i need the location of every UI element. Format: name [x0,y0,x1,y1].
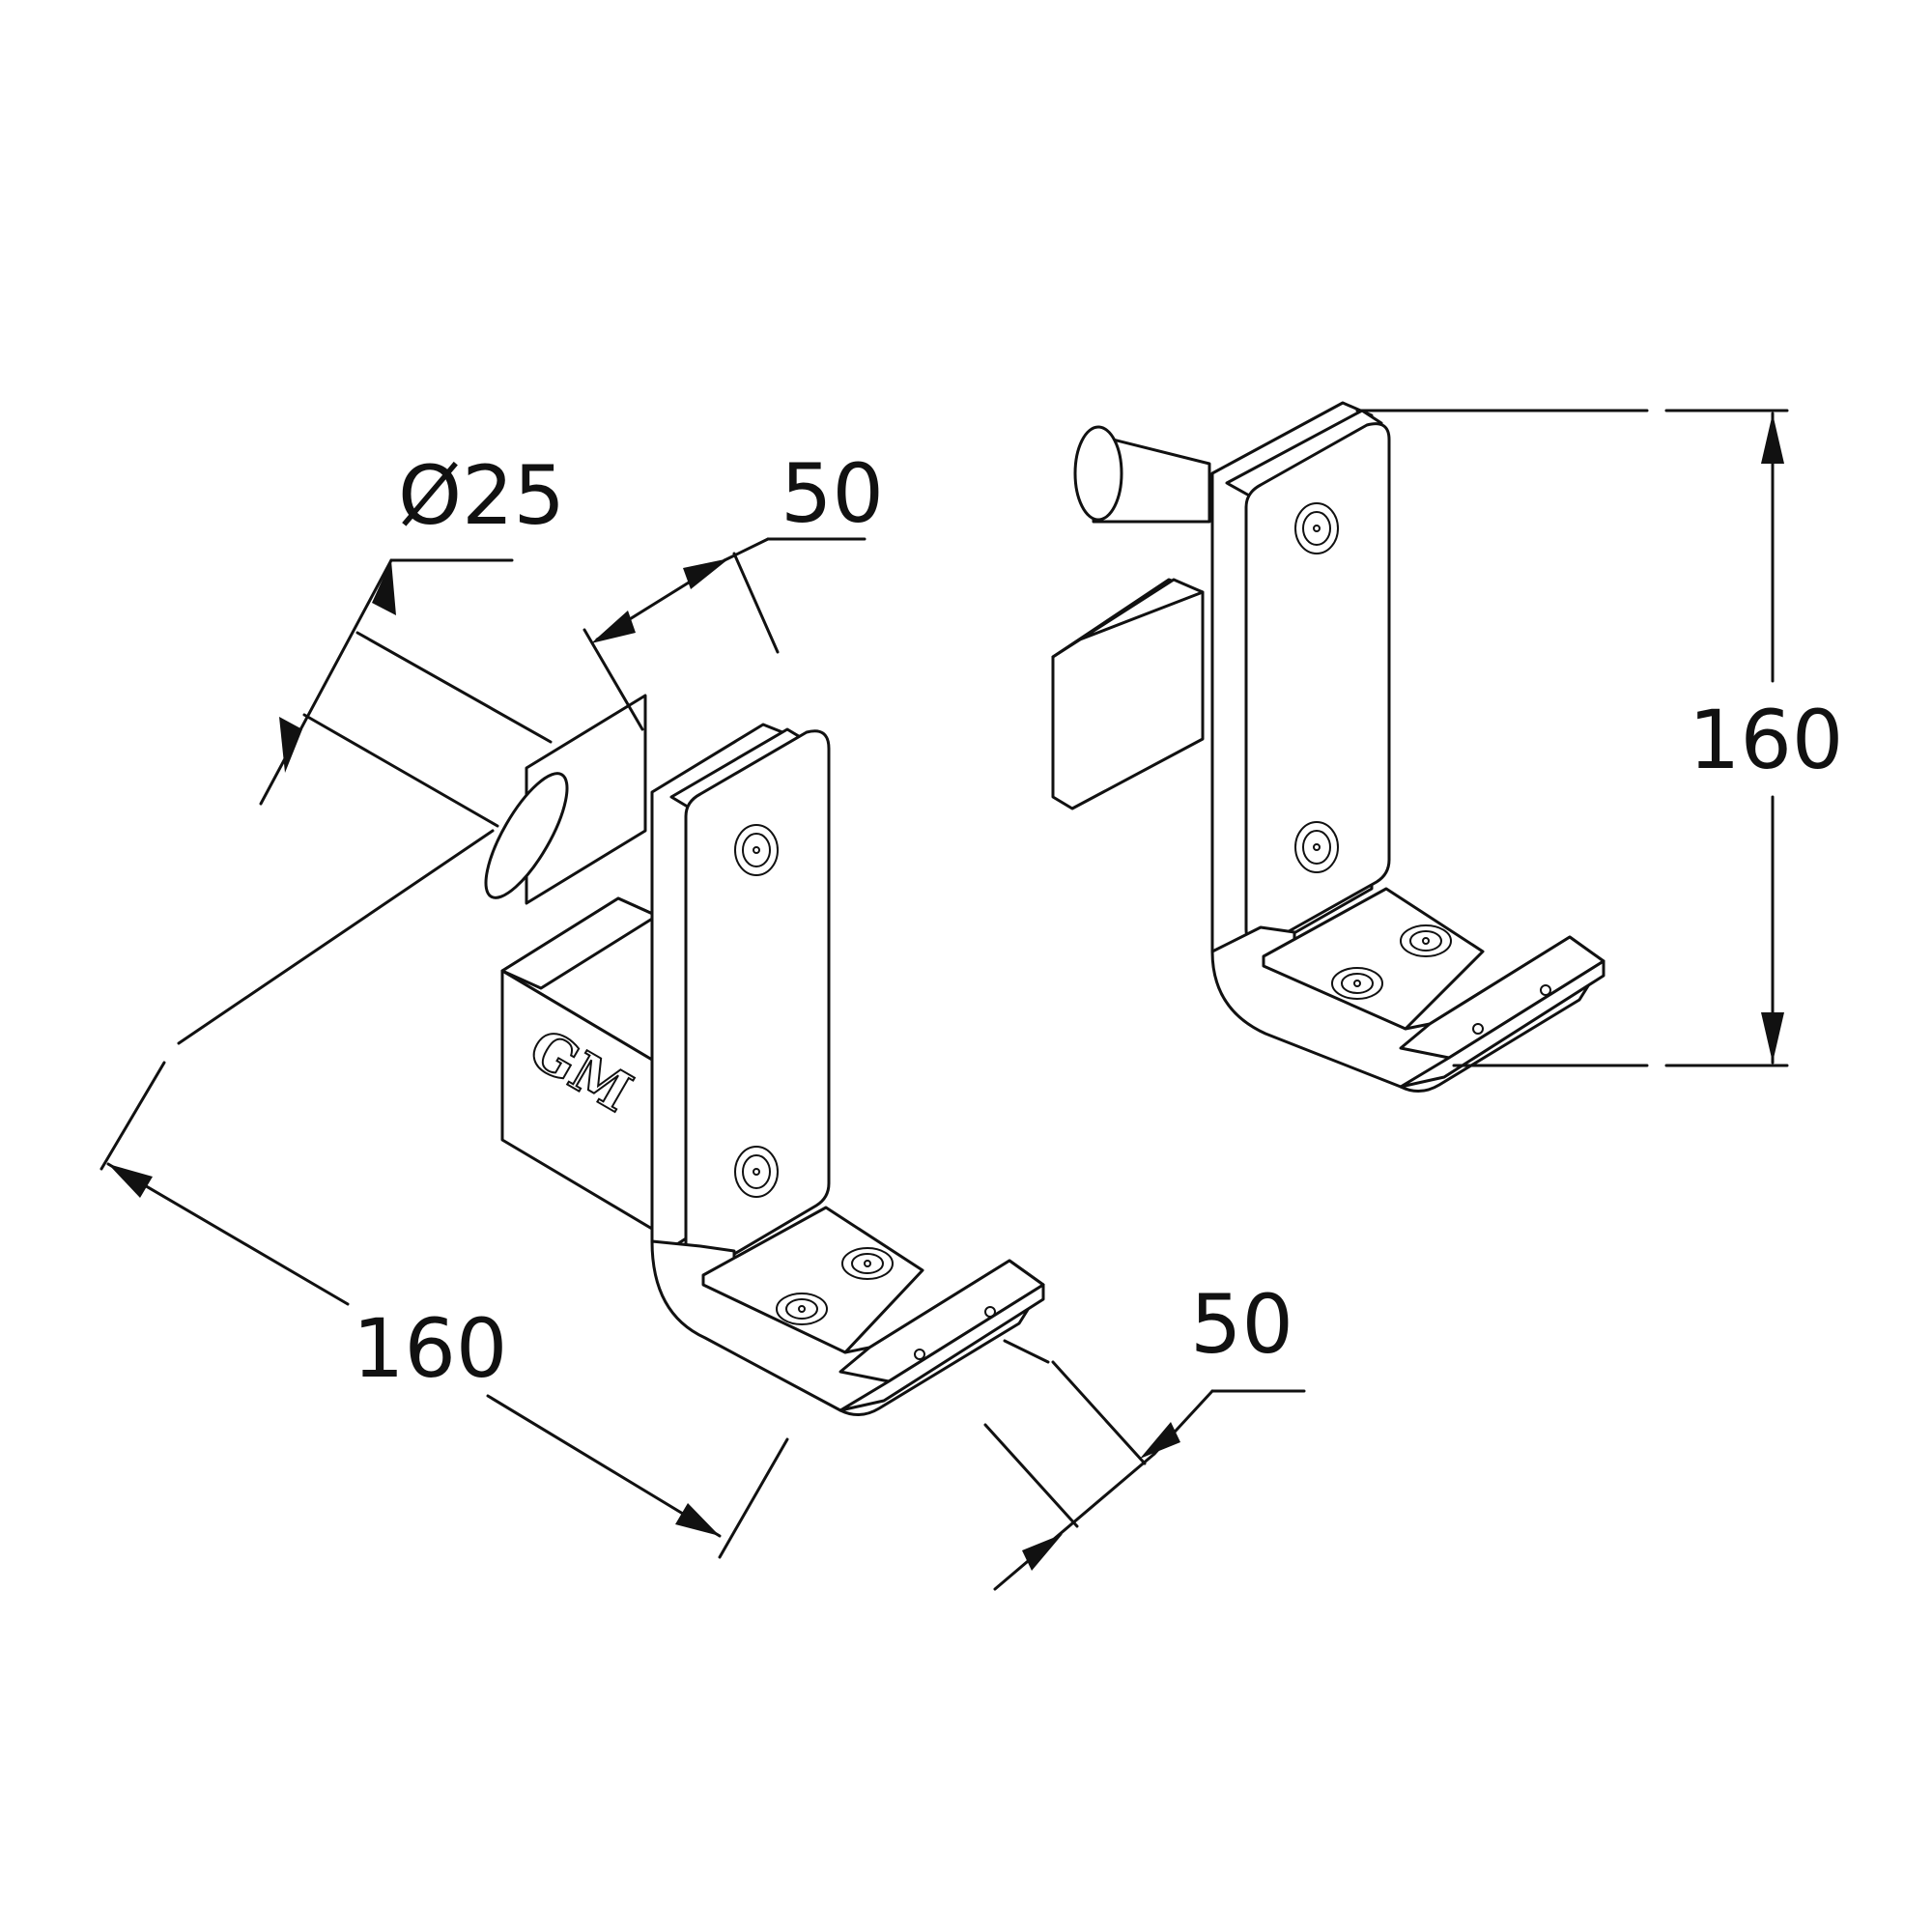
length-label: 160 [353,1301,507,1396]
right-vertical-plate [1210,401,1391,968]
left-vertical-plate [650,723,831,1271]
dimension-length: 160 [99,829,789,1559]
width-bottom-label: 50 [1190,1277,1293,1372]
right-end-hole-1 [1472,1023,1484,1035]
dimension-height: 160 [1355,409,1843,1067]
left-view-bracket: GM [484,694,1045,1416]
dimension-diameter: Ø25 [259,448,565,828]
left-end-hole-1 [914,1349,925,1360]
right-bottom-plate [1210,887,1605,1093]
width-top-label: 50 [781,446,884,541]
right-screw-floor-1 [1331,967,1383,1000]
right-back-plate [1051,578,1205,810]
right-screw-bottom [1294,821,1339,873]
left-pin [484,694,647,905]
left-screw-floor-1 [776,1293,828,1325]
dimension-width-top: 50 [582,446,884,731]
diameter-label: Ø25 [398,448,565,543]
left-logo-plate: GM [500,896,659,1234]
left-screw-bottom [734,1146,779,1198]
left-bottom-plate [650,1206,1045,1416]
right-end-hole-2 [1540,984,1551,996]
right-screw-floor-2 [1400,924,1452,957]
height-label: 160 [1689,693,1843,787]
left-screw-floor-2 [841,1247,894,1280]
dimension-width-bottom: 50 [983,1277,1306,1591]
left-screw-top [734,824,779,876]
left-end-hole-2 [984,1306,996,1318]
right-view-bracket [1051,401,1605,1093]
right-screw-top [1294,502,1339,554]
right-pin [1073,425,1211,524]
